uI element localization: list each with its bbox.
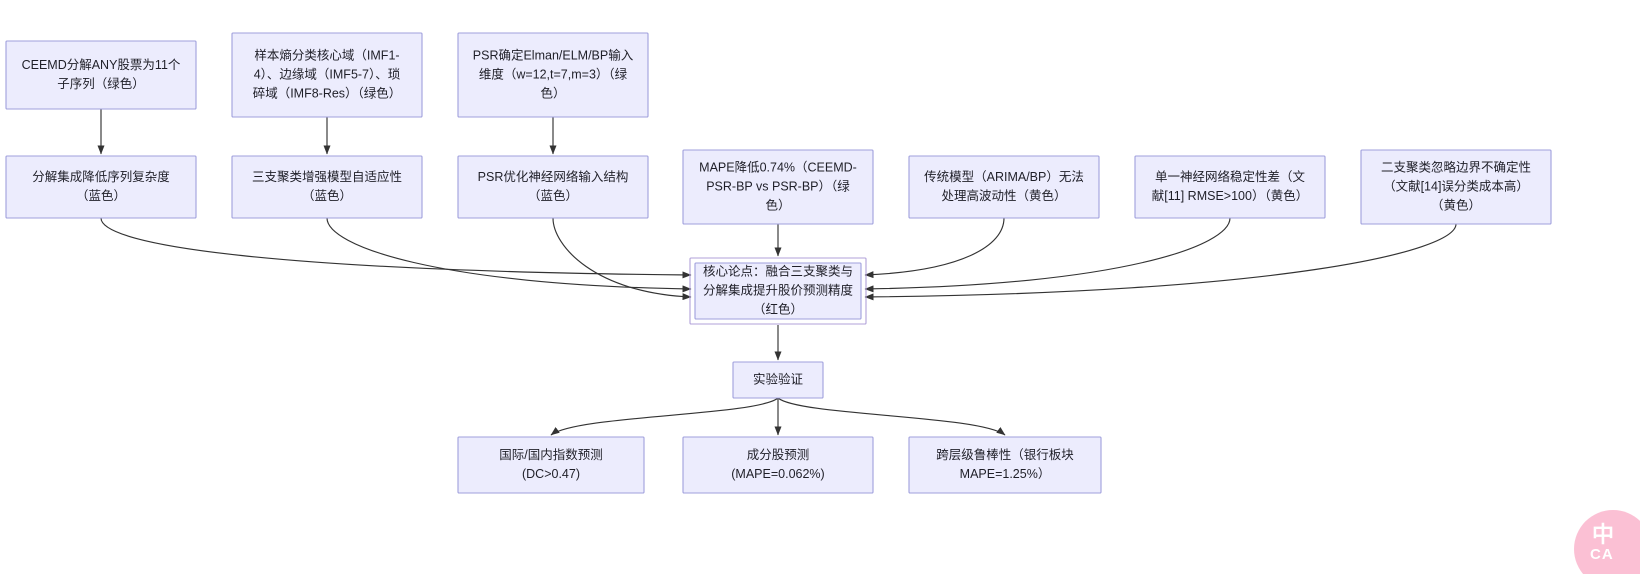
node-label-line: PSR确定Elman/ELM/BP输入 xyxy=(473,47,634,62)
node-label-line: (MAPE=0.062%) xyxy=(731,467,824,481)
flow-node-r2[interactable]: 成分股预测 (MAPE=0.062%) xyxy=(682,436,874,494)
node-box xyxy=(457,436,645,494)
node-label-line: （黄色） xyxy=(1431,197,1481,212)
node-label-line: 分解集成提升股价预测精度 xyxy=(703,282,854,297)
node-emphasis-border xyxy=(689,257,867,325)
node-label-line: 处理高波动性（黄色） xyxy=(941,188,1066,203)
flow-edge-n5-core xyxy=(326,217,692,293)
flow-node-r1[interactable]: 国际/国内指数预测 (DC>0.47) xyxy=(457,436,645,494)
flow-edge-exp-r1 xyxy=(550,397,779,436)
flow-node-r3[interactable]: 跨层级鲁棒性（银行板块 MAPE=1.25%） xyxy=(908,436,1102,494)
node-label-line: 维度（w=12,t=7,m=3）（绿 xyxy=(479,66,628,81)
flow-node-n2[interactable]: 样本熵分类核心域（IMF1- 4）、边缘域（IMF5-7）、琐碎域（IMF8-Re… xyxy=(231,32,423,118)
node-label-line: 核心论点：融合三支聚类与 xyxy=(703,263,853,278)
node-label-line: 碎域（IMF8-Res）（绿色） xyxy=(253,85,402,100)
flow-edge-exp-r3 xyxy=(777,397,1006,436)
flow-edge-n9-core xyxy=(864,217,1231,293)
flow-node-n9[interactable]: 单一神经网络稳定性差（文献[11] RMSE>100）（黄色） xyxy=(1134,155,1326,219)
node-label-line: 4）、边缘域（IMF5-7）、琐 xyxy=(254,66,401,81)
node-label-line: CEEMD分解ANY股票为11个 xyxy=(22,58,181,72)
node-box xyxy=(682,149,874,225)
node-label-line: MAPE降低0.74%（CEEMD- xyxy=(699,160,857,174)
node-box xyxy=(5,155,197,219)
node-label-line: 色） xyxy=(540,85,565,100)
node-label-line: （文献[14]误分类成本高） xyxy=(1383,178,1529,193)
flow-node-n7[interactable]: MAPE降低0.74%（CEEMD- PSR-BP vs PSR-BP）（绿色） xyxy=(682,149,874,225)
flow-edge-n10-core xyxy=(864,223,1457,301)
node-box xyxy=(908,436,1102,494)
node-label-line: 色） xyxy=(765,197,790,212)
flow-node-n10[interactable]: 二支聚类忽略边界不确定性 （文献[14]误分类成本高） （黄色） xyxy=(1360,149,1552,225)
node-label-line: （蓝色） xyxy=(76,188,126,203)
node-box xyxy=(5,40,197,110)
node-label-line: 成分股预测 xyxy=(747,448,810,462)
flow-node-n5[interactable]: 三支聚类增强模型自适应性 （蓝色） xyxy=(231,155,423,219)
flow-node-n6[interactable]: PSR优化神经网络输入结构 （蓝色） xyxy=(457,155,649,219)
node-box xyxy=(1134,155,1326,219)
node-label-line: 子序列（绿色） xyxy=(57,76,145,91)
node-box xyxy=(682,436,874,494)
node-box xyxy=(694,262,862,320)
flow-node-exp[interactable]: 实验验证 xyxy=(732,361,824,399)
node-label-line: 单一神经网络稳定性差（文 xyxy=(1155,169,1306,184)
node-box xyxy=(457,155,649,219)
node-label-line: (DC>0.47) xyxy=(522,467,580,481)
node-label-line: （蓝色） xyxy=(528,188,578,203)
flow-edge-n6-core xyxy=(552,217,692,301)
node-label-line: 传统模型（ARIMA/BP）无法 xyxy=(924,169,1084,184)
node-label-line: 献[11] RMSE>100）（黄色） xyxy=(1152,188,1308,203)
node-label-line: 跨层级鲁棒性（银行板块 xyxy=(936,448,1074,462)
node-label-line: 样本熵分类核心域（IMF1- xyxy=(254,47,399,62)
node-label-line: MAPE=1.25%） xyxy=(960,467,1051,481)
node-box xyxy=(457,32,649,118)
node-box xyxy=(908,155,1100,219)
node-label-line: 实验验证 xyxy=(753,371,804,386)
flow-edge-n8-core xyxy=(864,217,1005,279)
node-label-line: PSR-BP vs PSR-BP）（绿 xyxy=(706,178,850,193)
node-label-line: 分解集成降低序列复杂度 xyxy=(32,169,170,184)
node-box xyxy=(231,32,423,118)
node-label-line: 二支聚类忽略边界不确定性 xyxy=(1381,159,1531,174)
node-label-line: PSR优化神经网络输入结构 xyxy=(478,169,629,184)
node-box xyxy=(1360,149,1552,225)
node-label-line: （红色） xyxy=(753,301,803,316)
node-box xyxy=(732,361,824,399)
node-label-line: （蓝色） xyxy=(302,188,352,203)
edge-layer xyxy=(97,109,1457,436)
node-label-line: 三支聚类增强模型自适应性 xyxy=(252,169,402,184)
node-box xyxy=(231,155,423,219)
flow-node-n4[interactable]: 分解集成降低序列复杂度 （蓝色） xyxy=(5,155,197,219)
flow-edge-n4-core xyxy=(100,217,692,279)
node-label-line: 国际/国内指数预测 xyxy=(499,447,602,462)
